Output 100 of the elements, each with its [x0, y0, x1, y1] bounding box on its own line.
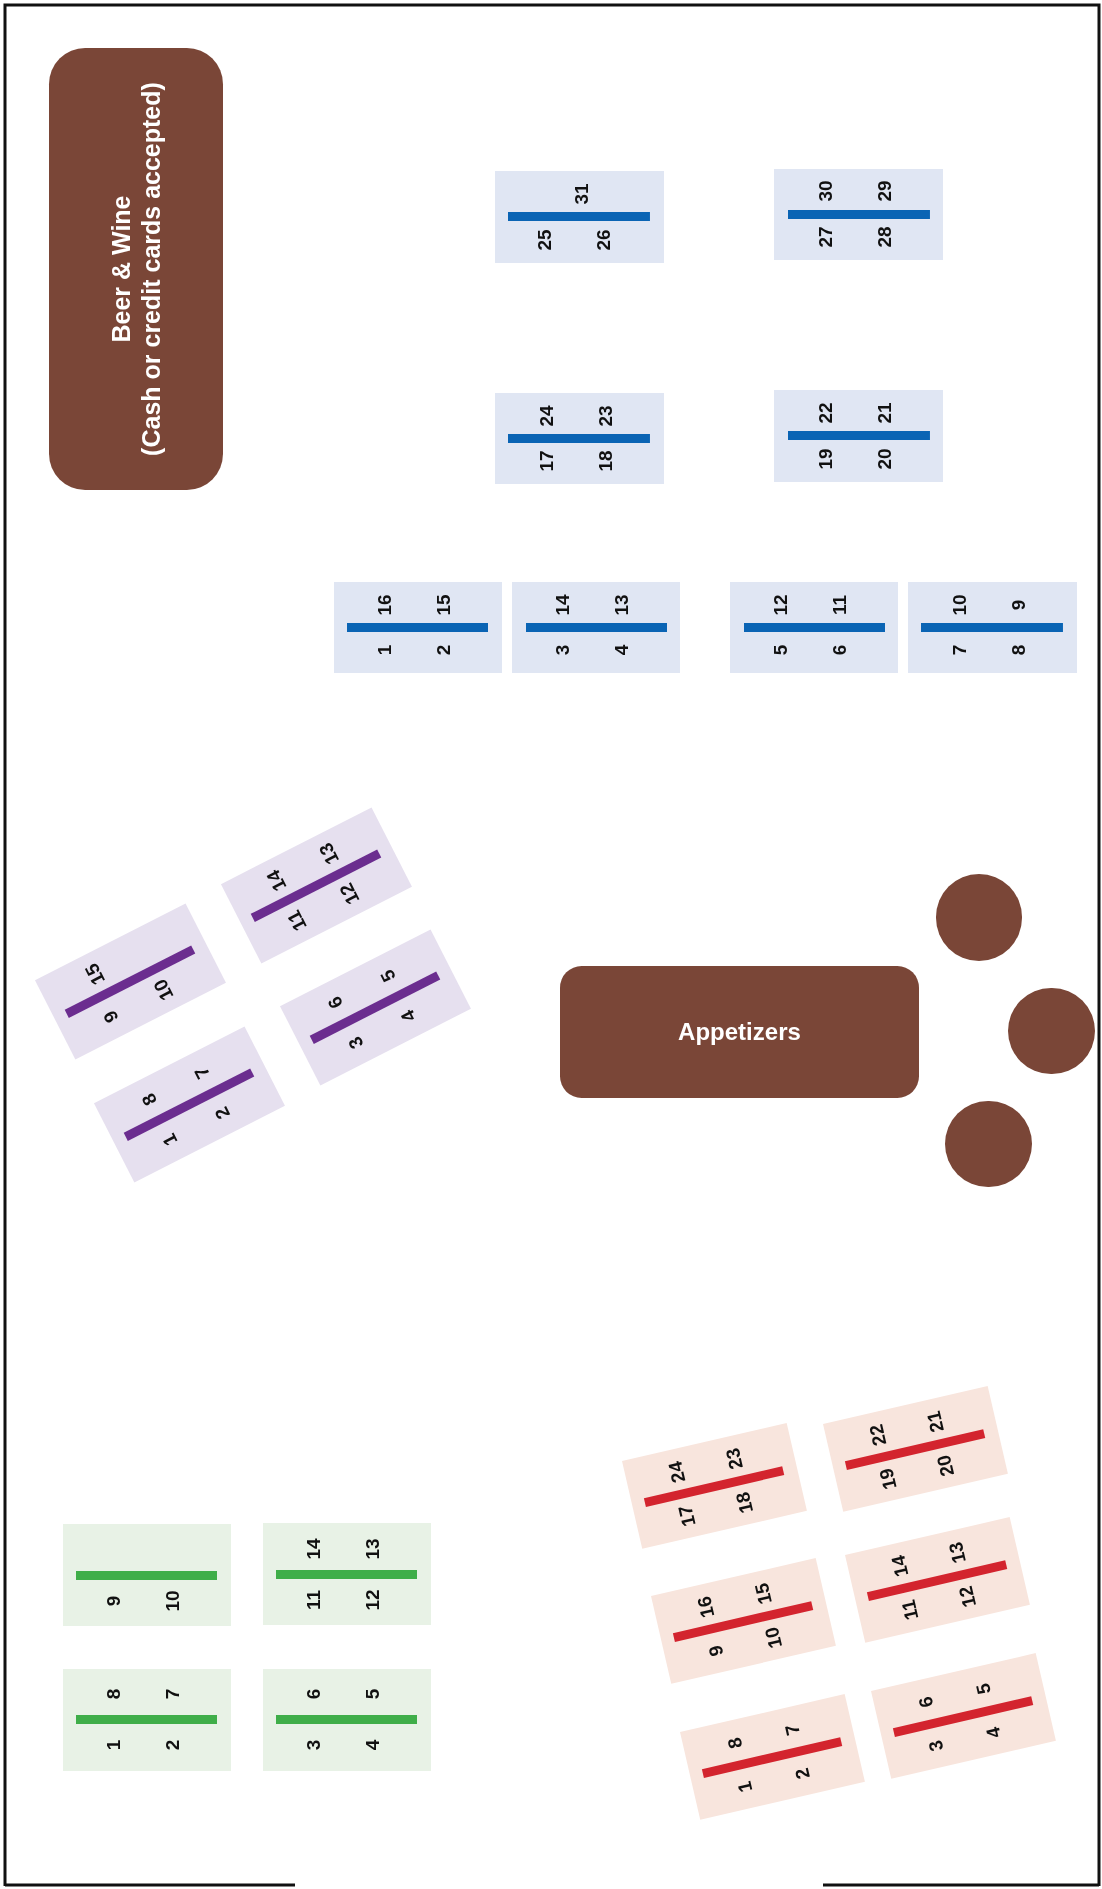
seat-number: 23 — [595, 404, 615, 427]
seat-number: 12 — [770, 594, 790, 616]
seat-number: 17 — [536, 450, 556, 472]
seat-number: 7 — [162, 1688, 182, 1700]
seating-table — [62, 1524, 232, 1627]
seat-number: 5 — [770, 645, 790, 656]
seating-table — [511, 581, 681, 674]
seat-number: 7 — [190, 1064, 213, 1083]
seat-number: 13 — [315, 840, 343, 868]
seat-number: 25 — [534, 229, 554, 251]
seat-number: 6 — [324, 994, 347, 1013]
seat-number: 4 — [362, 1740, 382, 1751]
seat-number: 4 — [982, 1725, 1004, 1740]
bar-counter — [49, 47, 223, 490]
table-label: Appetizers — [678, 1017, 801, 1047]
seat-number: 14 — [263, 866, 290, 895]
seat-number: 9 — [1008, 599, 1028, 610]
seating-table — [495, 171, 664, 263]
seat-number: 4 — [397, 1007, 420, 1026]
counter-label: Beer & Wine — [106, 194, 137, 345]
buffet-table — [560, 965, 919, 1099]
seat-number: 2 — [791, 1766, 813, 1781]
seat-number: 12 — [955, 1584, 979, 1609]
seat-number: 14 — [887, 1553, 911, 1579]
seat-number: 28 — [874, 226, 894, 248]
seating-table — [774, 168, 943, 261]
seat-number: 11 — [897, 1597, 921, 1622]
seat-number: 6 — [303, 1688, 323, 1700]
seat-number: 15 — [81, 961, 108, 989]
seat-number: 16 — [693, 1594, 717, 1620]
seat-number: 11 — [829, 594, 849, 615]
seat-number: 21 — [874, 402, 894, 424]
seat-number: 13 — [362, 1537, 382, 1560]
seat-number: 6 — [829, 645, 849, 656]
seat-number: 8 — [723, 1735, 745, 1751]
seat-number: 16 — [374, 594, 394, 616]
seat-number: 1 — [103, 1740, 123, 1751]
seat-number: 5 — [377, 967, 400, 986]
seat-number: 20 — [933, 1452, 957, 1478]
seat-number: 2 — [433, 645, 453, 656]
seat-number: 27 — [815, 226, 835, 248]
seat-number: 24 — [536, 404, 556, 427]
seat-number: 9 — [99, 1007, 121, 1026]
seat-number: 20 — [874, 448, 894, 470]
seat-number: 9 — [704, 1643, 726, 1658]
seat-number: 1 — [374, 645, 394, 656]
seat-number: 19 — [875, 1466, 900, 1491]
seat-number: 10 — [949, 594, 969, 616]
seat-number: 3 — [552, 645, 572, 656]
seat-number: 21 — [923, 1408, 947, 1434]
seat-number: 9 — [103, 1595, 123, 1607]
seat-number: 4 — [611, 645, 631, 656]
seat-number: 10 — [162, 1590, 182, 1612]
counter-label: (Cash or credit cards accepted) — [136, 81, 167, 456]
seat-number: 5 — [362, 1688, 382, 1700]
seat-number: 7 — [781, 1722, 802, 1737]
seat-number: 11 — [303, 1589, 323, 1610]
seating-table — [495, 392, 664, 485]
seat-number: 13 — [611, 594, 631, 616]
seat-number: 23 — [722, 1446, 746, 1471]
seating-table — [729, 581, 899, 674]
seat-number: 18 — [732, 1490, 756, 1515]
seat-number: 10 — [149, 976, 176, 1004]
seat-number: 15 — [751, 1580, 775, 1606]
seat-number: 2 — [162, 1740, 182, 1751]
seat-number: 22 — [865, 1422, 889, 1447]
seating-table — [774, 390, 943, 482]
seat-number: 7 — [949, 645, 969, 656]
seating-table — [262, 1668, 432, 1771]
seat-number: 26 — [593, 229, 613, 251]
seating-table — [262, 1522, 432, 1626]
seat-number: 3 — [925, 1738, 947, 1754]
seat-number: 12 — [362, 1589, 382, 1611]
seat-number: 24 — [664, 1459, 688, 1485]
seat-number: 6 — [915, 1694, 936, 1710]
seat-number: 2 — [210, 1103, 233, 1122]
seat-number: 14 — [552, 594, 572, 616]
seat-number: 1 — [158, 1130, 180, 1149]
seat-number: 8 — [103, 1688, 123, 1700]
seat-number: 14 — [303, 1537, 323, 1560]
seat-number: 3 — [344, 1034, 367, 1053]
seat-number: 30 — [815, 180, 835, 203]
seat-number: 19 — [815, 448, 835, 470]
seat-number: 1 — [733, 1779, 755, 1795]
seating-table — [333, 581, 503, 674]
seat-number: 11 — [283, 907, 310, 934]
seat-number: 8 — [1008, 645, 1028, 656]
seat-number: 13 — [944, 1540, 969, 1565]
seat-number: 3 — [303, 1740, 323, 1751]
seat-number: 5 — [972, 1681, 994, 1696]
seat-number: 18 — [595, 450, 615, 472]
seat-number: 12 — [336, 879, 363, 908]
seat-number: 31 — [571, 183, 591, 205]
seating-table — [62, 1668, 232, 1771]
seating-table — [908, 581, 1077, 674]
seat-number: 10 — [761, 1624, 785, 1650]
seat-number: 22 — [815, 402, 835, 424]
seat-number: 8 — [138, 1090, 160, 1109]
seat-number: 29 — [874, 180, 894, 203]
seat-number: 17 — [674, 1503, 699, 1529]
